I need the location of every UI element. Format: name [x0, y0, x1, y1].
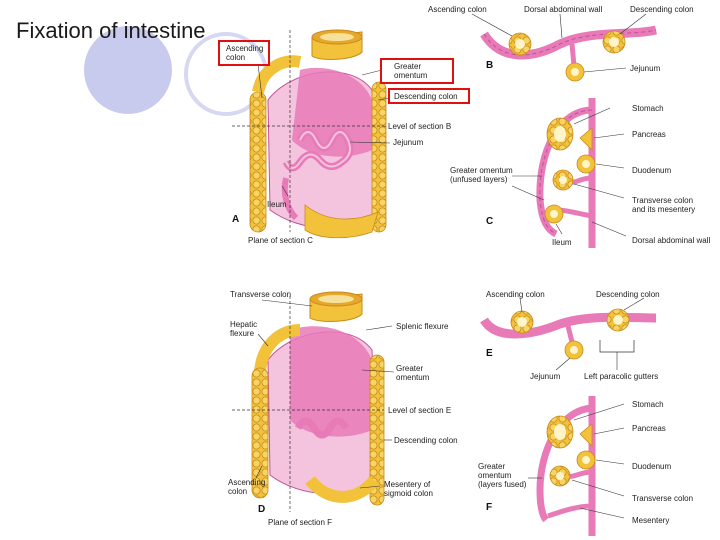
label-d-descending-colon: Descending colon — [394, 436, 458, 445]
figure-letter-d: D — [258, 504, 266, 515]
figure-d-drawing — [232, 291, 395, 512]
label-e-paracolic: Left paracolic gutters — [584, 372, 659, 381]
label-e-descending-colon: Descending colon — [596, 290, 660, 299]
highlight-box-ascending-colon — [218, 40, 270, 66]
label-a-plane: Plane of section C — [248, 236, 313, 245]
figure-letter-c: C — [486, 216, 494, 227]
label-e-jejunum: Jejunum — [530, 372, 561, 381]
figure-b-drawing — [471, 13, 658, 82]
label-b-jejunum: Jejunum — [630, 64, 661, 73]
label-f-pancreas: Pancreas — [632, 424, 666, 433]
label-f-duodenum: Duodenum — [632, 462, 672, 471]
figure-c-drawing — [511, 98, 627, 248]
label-d-plane: Plane of section F — [268, 518, 333, 527]
figure-e-drawing — [480, 297, 657, 371]
label-d-hepatic-flexure: Hepatic flexure — [230, 320, 258, 338]
label-f-stomach: Stomach — [632, 400, 664, 409]
label-d-greater-omentum: Greater omentum — [396, 364, 430, 382]
label-c-pancreas: Pancreas — [632, 130, 666, 139]
figure-a-drawing — [232, 29, 391, 239]
label-c-dorsal-wall: Dorsal abdominal wall — [632, 236, 711, 245]
figure-f-drawing — [528, 396, 625, 536]
label-a-jejunum: Jejunum — [393, 138, 424, 147]
label-a-ileum: Ileum — [267, 200, 287, 209]
figure-letter-f: F — [486, 502, 493, 513]
label-b-dorsal-wall: Dorsal abdominal wall — [524, 5, 603, 14]
label-f-greater-omentum: Greater omentum (layers fused) — [478, 462, 527, 489]
label-b-descending-colon: Descending colon — [630, 5, 694, 14]
figure-letter-a: A — [232, 214, 240, 225]
label-d-mesentery-sigmoid: Mesentery of sigmoid colon — [384, 480, 433, 498]
label-a-level-of-section: Level of section B — [388, 122, 452, 131]
label-a-greater-omentum: Greater omentum — [394, 62, 428, 80]
label-f-transverse-colon: Transverse colon — [632, 494, 694, 503]
label-d-ascending-colon: Ascending colon — [228, 478, 266, 496]
label-d-level-of-section: Level of section E — [388, 406, 452, 415]
label-d-splenic-flexure: Splenic flexure — [396, 322, 449, 331]
label-d-transverse-colon: Transverse colon — [230, 290, 292, 299]
label-c-transverse-colon: Transverse colon and its mesentery — [632, 196, 696, 214]
label-a-descending-colon: Descending colon — [394, 92, 458, 101]
label-b-ascending-colon: Ascending colon — [428, 5, 487, 14]
label-e-ascending-colon: Ascending colon — [486, 290, 545, 299]
label-a-ascending-colon: Ascending colon — [226, 44, 264, 62]
label-c-duodenum: Duodenum — [632, 166, 672, 175]
highlight-box-descending-colon — [388, 88, 470, 104]
slide-title: Fixation of intestine — [16, 18, 206, 43]
figure-letter-b: B — [486, 60, 494, 71]
label-c-greater-omentum: Greater omentum (unfused layers) — [450, 166, 513, 184]
label-c-stomach: Stomach — [632, 104, 664, 113]
label-c-ileum: Ileum — [552, 238, 572, 247]
highlight-box-greater-omentum — [380, 58, 454, 84]
figure-letter-e: E — [486, 348, 493, 359]
label-f-mesentery: Mesentery — [632, 516, 670, 525]
